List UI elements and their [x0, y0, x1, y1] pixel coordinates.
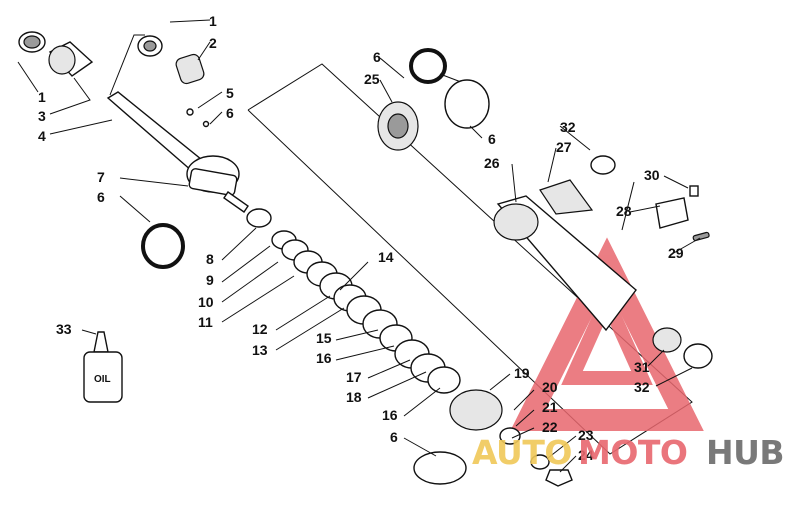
watermark-text-auto: AUTO	[472, 433, 572, 472]
oil-bottle-icon: OIL	[83, 331, 123, 403]
callout: 23	[578, 427, 594, 443]
callout: 11	[198, 314, 213, 330]
callout: 20	[542, 379, 558, 395]
callout: 6	[373, 49, 381, 65]
callout: 16	[316, 350, 332, 366]
callout: 19	[514, 365, 530, 381]
callout: 8	[206, 251, 214, 267]
callout: 27	[556, 139, 572, 155]
callout: 29	[668, 245, 684, 261]
callout-numbers: 1 2 1 3 4 5 6 7 6 8 9 10 11 12 13 14 15 …	[38, 13, 684, 463]
callout: 26	[484, 155, 500, 171]
callout: 6	[226, 105, 234, 121]
leader-lines	[17, 19, 701, 473]
callout: 13	[252, 342, 268, 358]
callout: 1	[209, 13, 217, 29]
callout: 3	[38, 108, 46, 124]
callout: 5	[226, 85, 234, 101]
callout: 6	[97, 189, 105, 205]
callout: 15	[316, 330, 332, 346]
watermark-text-moto: MOTO	[578, 433, 687, 472]
watermark-logo: AUTO MOTO HUB	[472, 433, 785, 472]
watermark-triangle	[510, 237, 704, 431]
callout: 16	[382, 407, 398, 423]
callout: 21	[542, 399, 558, 415]
callout: 9	[206, 272, 214, 288]
callout: 10	[198, 294, 214, 310]
callout: 24	[578, 447, 594, 463]
callout: 17	[346, 369, 362, 385]
oil-label: OIL	[94, 374, 111, 385]
watermark-text-hub: HUB	[706, 433, 784, 472]
o-rings	[141, 48, 447, 269]
piston-stack	[246, 208, 573, 487]
callout: 32	[560, 119, 576, 135]
piston-rod-assembly	[18, 31, 249, 213]
callout: 28	[616, 203, 632, 219]
shock-body	[377, 79, 713, 369]
callout: 4	[38, 128, 46, 144]
callout: 14	[378, 249, 394, 265]
callout: 32	[634, 379, 650, 395]
callout: 12	[252, 321, 268, 337]
callout: 33	[56, 321, 72, 337]
callout: 30	[644, 167, 660, 183]
callout: 2	[209, 35, 217, 51]
callout: 6	[488, 131, 496, 147]
callout: 18	[346, 389, 362, 405]
callout: 22	[542, 419, 558, 435]
callout: 1	[38, 89, 46, 105]
callout: 7	[97, 169, 105, 185]
callout: 6	[390, 429, 398, 445]
callout: 25	[364, 71, 380, 87]
callout: 31	[634, 359, 650, 375]
